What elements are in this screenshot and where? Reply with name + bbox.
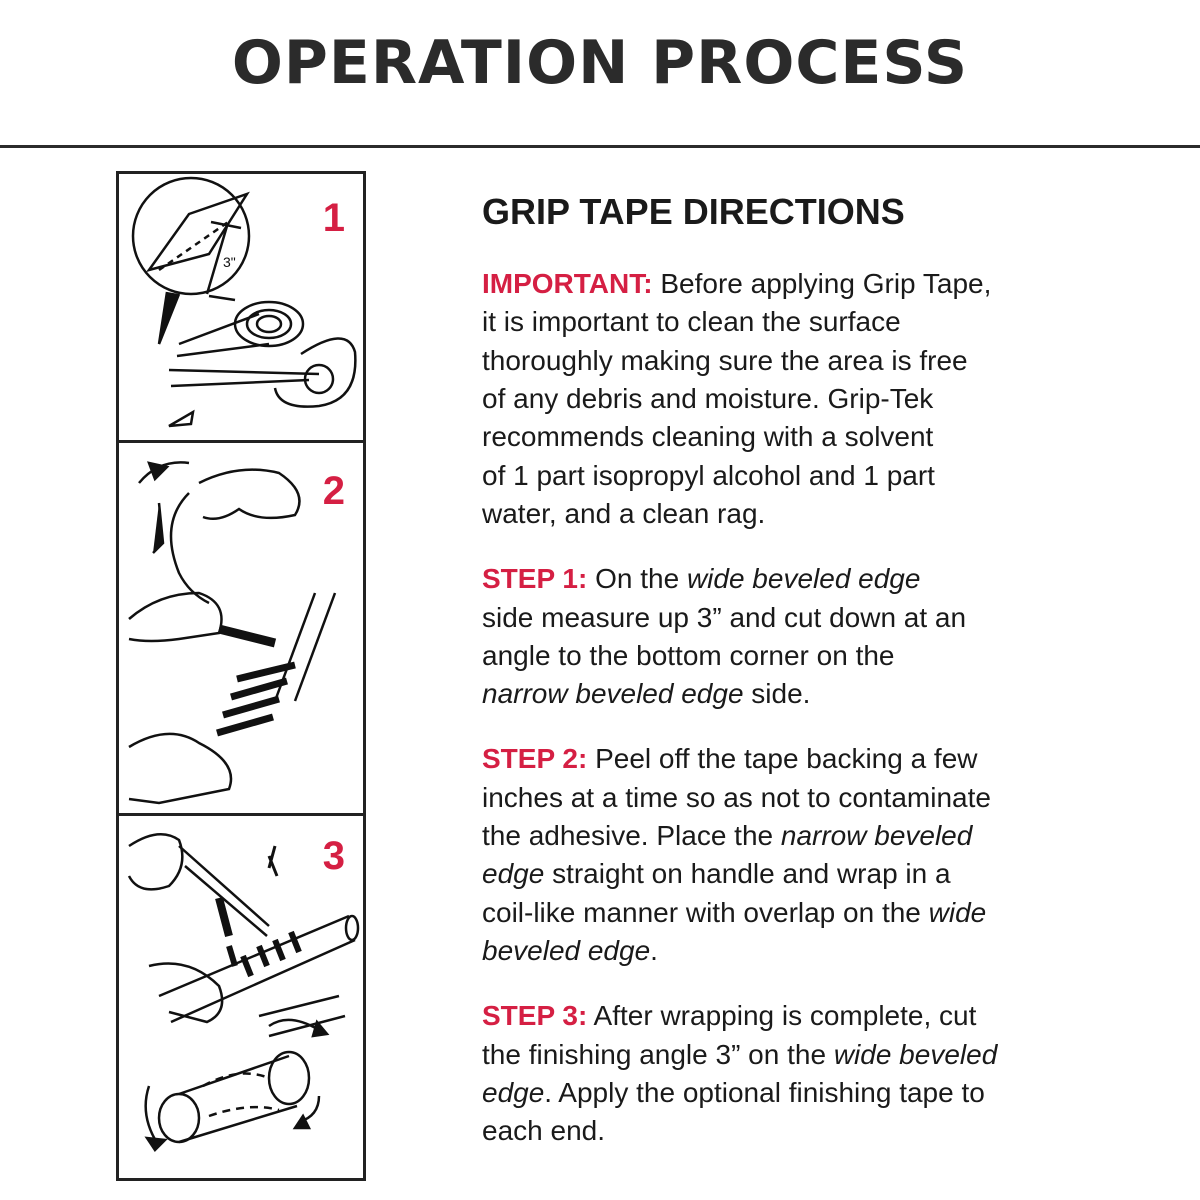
cutting-tape-drawing	[131, 176, 357, 428]
step-1-text: STEP 1: On the wide beveled edge side me…	[482, 563, 967, 710]
step-2-lead: STEP 2:	[482, 743, 588, 775]
handle-3	[158, 914, 356, 1024]
step-2-illustration: 2	[119, 443, 363, 813]
magnifier-pointer	[157, 291, 181, 345]
rotation-arrow-top	[268, 1018, 320, 1032]
scissors-handle	[303, 363, 335, 395]
panel-number-3: 3	[322, 834, 345, 878]
tape-roll	[233, 300, 305, 348]
scissors-blades	[168, 368, 320, 388]
step-3-lead: STEP 3:	[482, 1000, 588, 1032]
magnifier-circle	[131, 176, 251, 296]
wrapped-handle	[226, 930, 302, 978]
peeling-and-wrapping-drawing	[128, 461, 337, 805]
top-hand	[128, 591, 223, 643]
cut-guide-line	[158, 218, 232, 272]
bottom-hand	[128, 732, 233, 805]
finishing-tape-end	[157, 1092, 201, 1144]
panel-number-2: 2	[322, 469, 345, 513]
peeling-hand	[198, 468, 301, 520]
important-note: IMPORTANT: Before applying Grip Tape, it…	[482, 268, 992, 529]
holding-hand	[148, 962, 224, 1024]
tape-unrolled	[176, 312, 270, 358]
step-1-lead: STEP 1:	[482, 563, 588, 595]
step-2-text: STEP 2: Peel off the tape backing a few …	[482, 743, 991, 966]
measure-label: 3"	[223, 254, 236, 270]
directions-text: GRIP TAPE DIRECTIONS IMPORTANT: Before a…	[482, 190, 1082, 1177]
important-lead: IMPORTANT:	[482, 268, 653, 300]
backing-strip	[152, 502, 165, 554]
finish-handle	[258, 994, 346, 1038]
hand-outline	[273, 337, 357, 408]
step-3-text: STEP 3: After wrapping is complete, cut …	[482, 1000, 998, 1147]
step-1-illustration: 3" 1	[119, 174, 363, 440]
title-divider	[0, 145, 1200, 148]
panel-divider-1	[119, 440, 363, 443]
finishing-cut-drawing	[127, 833, 360, 1152]
cut-piece	[168, 409, 195, 428]
cutting-hand	[127, 833, 184, 891]
directions-heading: GRIP TAPE DIRECTIONS	[482, 191, 905, 232]
illustration-column: 3" 1 2	[116, 171, 366, 1181]
tape-backing-curve	[169, 492, 210, 605]
panel-divider-2	[119, 813, 363, 816]
panel-number-1: 1	[322, 196, 345, 240]
step-3-illustration: 3	[119, 816, 363, 1178]
page-title: OPERATION PROCESS	[231, 28, 969, 98]
wrapping-tape	[217, 624, 277, 648]
tape-end	[215, 896, 233, 938]
scissors-3	[178, 845, 270, 937]
tape-strip-closeup	[145, 191, 250, 273]
wrapped-coils	[216, 661, 296, 737]
cut-marks	[267, 845, 279, 877]
